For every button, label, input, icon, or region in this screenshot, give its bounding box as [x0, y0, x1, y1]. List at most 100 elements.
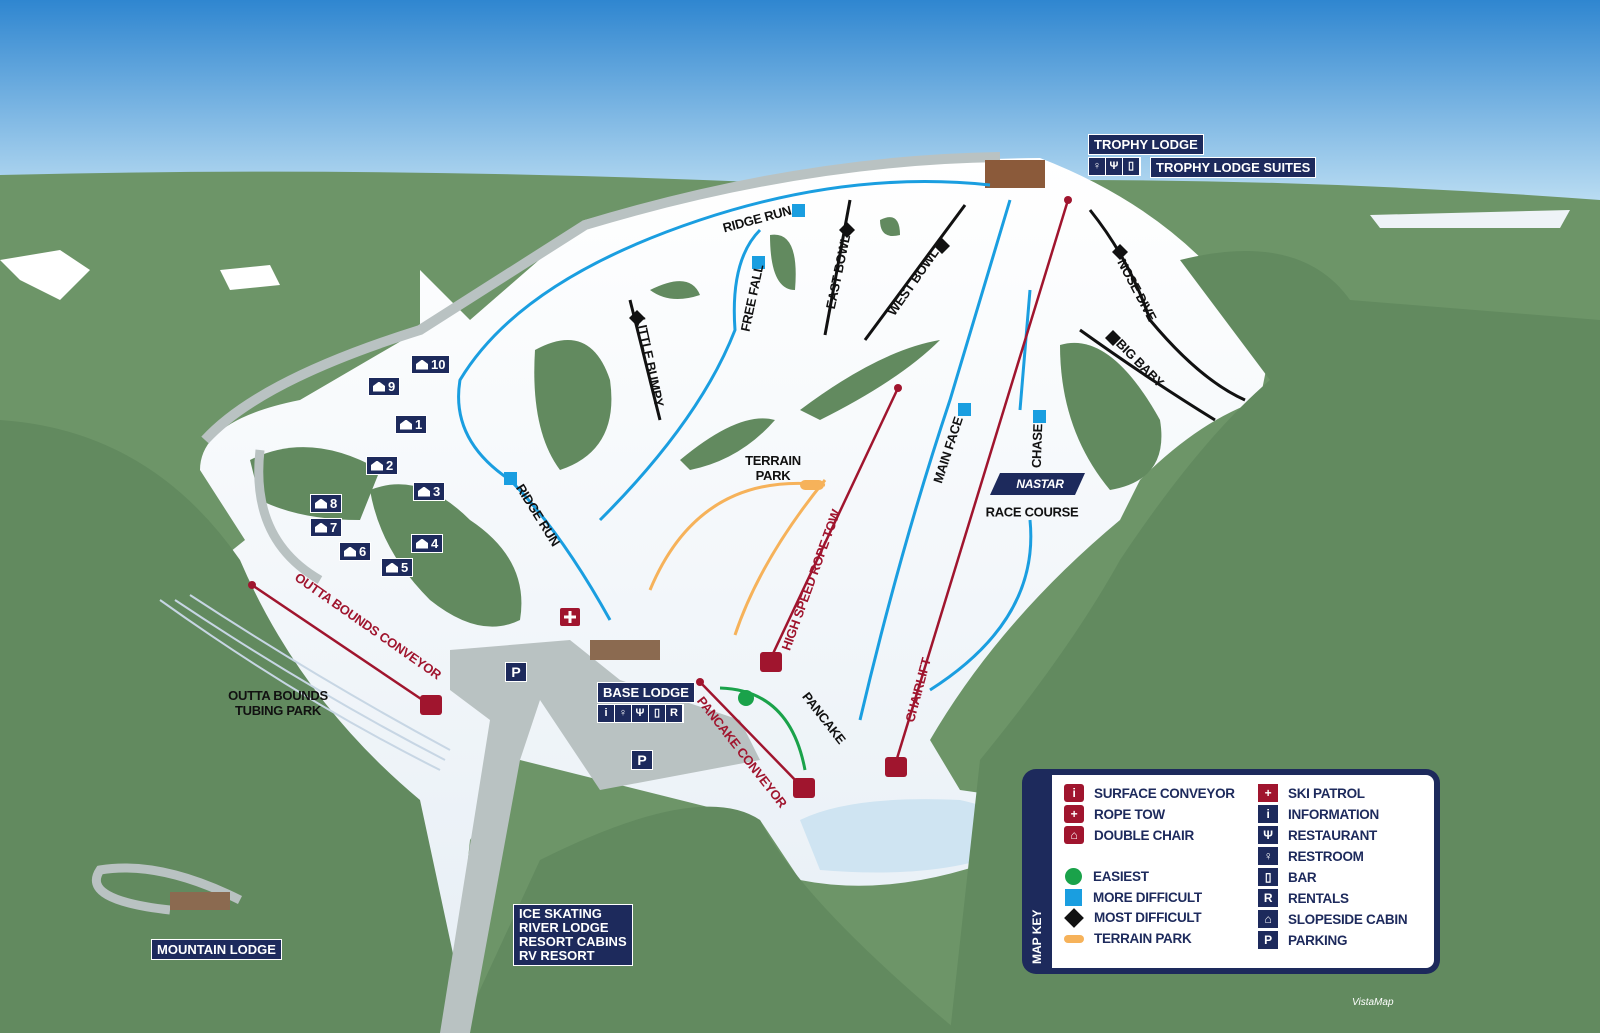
nastar-logo: [990, 473, 1085, 495]
trail-label-race-course: RACE COURSE: [985, 504, 1079, 520]
cabin-icon: [315, 522, 327, 533]
legend-label: PARKING: [1288, 932, 1348, 948]
trophy-lodge-suites-label[interactable]: TROPHY LODGE SUITES: [1150, 157, 1317, 178]
legend-rope-tow: + ROPE TOW: [1064, 805, 1165, 823]
legend-label: ROPE TOW: [1094, 806, 1165, 822]
mountain-lodge-building: [170, 892, 230, 910]
cabin-9[interactable]: 9: [368, 377, 401, 396]
base-lodge-amenities: i♀Ψ▯R: [597, 704, 684, 723]
cabin-3[interactable]: 3: [413, 482, 446, 501]
black-diamond-icon: [1064, 907, 1084, 928]
cabin-number: 10: [431, 357, 446, 372]
legend-label: SLOPESIDE CABIN: [1288, 911, 1408, 927]
fork-knife-icon: Ψ: [1258, 826, 1278, 844]
map-key-panel: [1052, 775, 1434, 968]
parking-icon: P: [1258, 931, 1278, 949]
vistamap-credit: VistaMap: [1352, 997, 1394, 1008]
cabin-8[interactable]: 8: [310, 494, 343, 513]
bar-icon: ▯: [649, 705, 666, 722]
rentals-icon: R: [666, 705, 683, 722]
cabin-number: 9: [388, 379, 396, 394]
river-lodge-label[interactable]: ICE SKATING RIVER LODGE RESORT CABINS RV…: [513, 904, 633, 966]
blue-square-icon: [1065, 889, 1082, 906]
legend-double-chair: ⌂DOUBLE CHAIR: [1064, 826, 1194, 844]
legend-label: RENTALS: [1288, 890, 1349, 906]
legend-label: SKI PATROL: [1288, 785, 1365, 801]
restroom-icon: ♀: [615, 705, 632, 722]
cabin-icon: [373, 381, 385, 392]
cabin-number: 8: [330, 496, 338, 511]
cabin-icon: [344, 546, 356, 557]
cabin-icon: [416, 359, 428, 370]
legend-label: BAR: [1288, 869, 1317, 885]
rope-tow-icon: +: [1064, 805, 1084, 823]
restroom-icon: ♀: [1258, 847, 1278, 865]
cabin-5[interactable]: 5: [381, 558, 414, 577]
base-lodge-building: [590, 640, 660, 660]
cabin-icon: [418, 486, 430, 497]
legend-label: RESTROOM: [1288, 848, 1364, 864]
cabin-number: 5: [401, 560, 409, 575]
cabin-icon: [315, 498, 327, 509]
river-lodge-text: RIVER LODGE: [519, 920, 609, 935]
cabin-number: 7: [330, 520, 338, 535]
cabin-icon: ⌂: [1258, 910, 1278, 928]
information-icon: i: [1258, 805, 1278, 823]
cabin-7[interactable]: 7: [310, 518, 343, 537]
green-circle-icon: [1065, 868, 1082, 885]
legend-label: EASIEST: [1093, 869, 1149, 884]
ski-patrol-icon: +: [1258, 784, 1278, 802]
legend-ski-patrol: + SKI PATROL: [1258, 784, 1365, 802]
cabin-number: 6: [359, 544, 367, 559]
legend-bar: ▯BAR: [1258, 868, 1317, 886]
legend-most-difficult: MOST DIFFICULT: [1064, 907, 1202, 928]
parking-icon[interactable]: P: [505, 662, 527, 682]
trail-label-chase: CHASE: [1028, 423, 1046, 469]
cabin-2[interactable]: 2: [366, 456, 399, 475]
legend-restroom: ♀ RESTROOM: [1258, 847, 1364, 865]
legend-slopeside-cabin: ⌂ SLOPESIDE CABIN: [1258, 910, 1408, 928]
cabin-number: 2: [386, 458, 394, 473]
legend-rentals: R RENTALS: [1258, 889, 1349, 907]
legend-label: DOUBLE CHAIR: [1094, 827, 1194, 843]
trophy-lodge-building: [985, 160, 1045, 188]
cabin-number: 4: [431, 536, 439, 551]
information-icon: i: [598, 705, 615, 722]
legend-label: TERRAIN PARK: [1094, 931, 1192, 946]
bar-icon: ▯: [1123, 158, 1140, 175]
parking-icon[interactable]: P: [631, 750, 653, 770]
mountain-lodge-label[interactable]: MOUNTAIN LODGE: [151, 939, 282, 960]
trophy-lodge-label[interactable]: TROPHY LODGE: [1088, 134, 1204, 155]
nastar-text: NASTAR: [1016, 477, 1064, 491]
ski-patrol-cross-icon: [564, 611, 576, 623]
cabin-icon: [386, 562, 398, 573]
pond: [800, 799, 1015, 873]
rentals-icon: R: [1258, 889, 1278, 907]
cabin-number: 3: [433, 484, 441, 499]
cabin-1[interactable]: 1: [395, 415, 428, 434]
terrain-park-line2: PARK: [755, 468, 791, 483]
tubing-park-line2: TUBING PARK: [234, 703, 322, 718]
cabin-10[interactable]: 10: [411, 355, 451, 374]
trophy-lodge-amenities: ♀Ψ▯: [1088, 157, 1141, 176]
legend-easiest: EASIEST: [1064, 868, 1149, 885]
surface-conveyor-icon: i: [1064, 784, 1084, 802]
terrain-park-line1: TERRAIN: [745, 453, 801, 468]
restaurant-icon: Ψ: [632, 705, 649, 722]
cabin-4[interactable]: 4: [411, 534, 444, 553]
restroom-icon: ♀: [1089, 158, 1106, 175]
legend-label: RESTAURANT: [1288, 827, 1377, 843]
cabin-6[interactable]: 6: [339, 542, 372, 561]
base-lodge-label[interactable]: BASE LODGE: [597, 682, 695, 703]
restaurant-icon: Ψ: [1106, 158, 1123, 175]
parking-lot: [440, 640, 760, 1033]
tubing-park-line1: OUTTA BOUNDS: [228, 688, 328, 703]
cabin-icon: [371, 460, 383, 471]
access-road: [201, 152, 1001, 444]
sky: [0, 0, 1600, 200]
